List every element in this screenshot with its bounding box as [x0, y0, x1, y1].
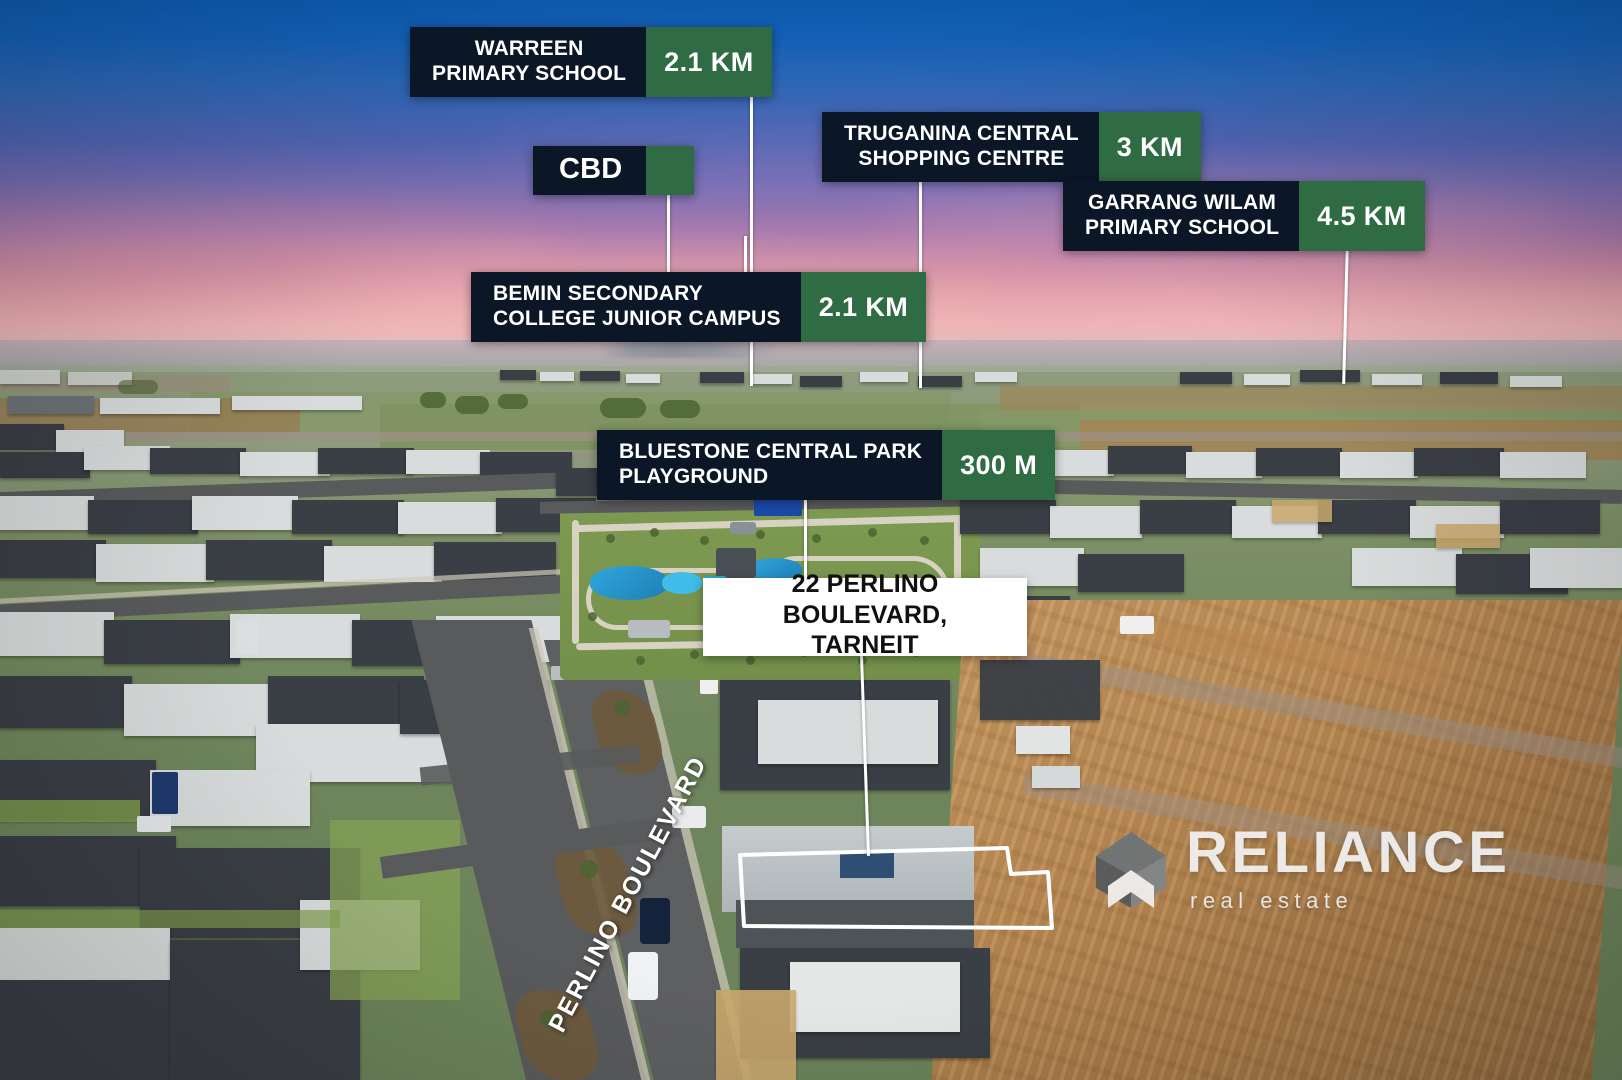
- callout-cbd[interactable]: CBD: [533, 146, 695, 195]
- callout-bemin-name: BEMIN SECONDARY COLLEGE JUNIOR CAMPUS: [471, 272, 801, 343]
- callout-garrang-name: GARRANG WILAM PRIMARY SCHOOL: [1063, 181, 1300, 252]
- callout-cbd-name: CBD: [533, 146, 647, 195]
- callout-warreen[interactable]: WARREEN PRIMARY SCHOOL 2.1 KM: [410, 27, 772, 98]
- agency-tagline: real estate: [1190, 888, 1354, 913]
- callout-truganina-distance: 3 KM: [1098, 112, 1201, 183]
- house-chevron-logo-icon: [1096, 832, 1166, 908]
- callout-truganina-name: TRUGANINA CENTRAL SHOPPING CENTRE: [822, 112, 1099, 183]
- callout-bluestone-distance: 300 M: [942, 430, 1056, 501]
- callout-garrang-distance: 4.5 KM: [1299, 181, 1425, 252]
- connector-bemin: [744, 236, 747, 282]
- connector-bluestone: [804, 484, 807, 596]
- callout-cbd-distance: [646, 146, 695, 195]
- callout-truganina[interactable]: TRUGANINA CENTRAL SHOPPING CENTRE 3 KM: [822, 112, 1201, 183]
- callout-bemin[interactable]: BEMIN SECONDARY COLLEGE JUNIOR CAMPUS 2.…: [471, 272, 927, 343]
- callout-bemin-distance: 2.1 KM: [800, 272, 927, 343]
- property-address-card[interactable]: 22 PERLINO BOULEVARD, TARNEIT: [703, 570, 1027, 659]
- connector-cbd: [667, 180, 670, 282]
- callout-bluestone[interactable]: BLUESTONE CENTRAL PARK PLAYGROUND 300 M: [597, 430, 1056, 501]
- agency-name: RELIANCE: [1186, 820, 1511, 885]
- callout-bluestone-name: BLUESTONE CENTRAL PARK PLAYGROUND: [597, 430, 943, 501]
- callout-warreen-distance: 2.1 KM: [646, 27, 772, 98]
- property-address-text: 22 PERLINO BOULEVARD, TARNEIT: [782, 570, 948, 660]
- callout-warreen-name: WARREEN PRIMARY SCHOOL: [410, 27, 647, 98]
- connector-warreen: [750, 84, 753, 386]
- callout-garrang[interactable]: GARRANG WILAM PRIMARY SCHOOL 4.5 KM: [1063, 181, 1425, 252]
- agency-logo[interactable]: RELIANCE real estate: [1094, 824, 1510, 914]
